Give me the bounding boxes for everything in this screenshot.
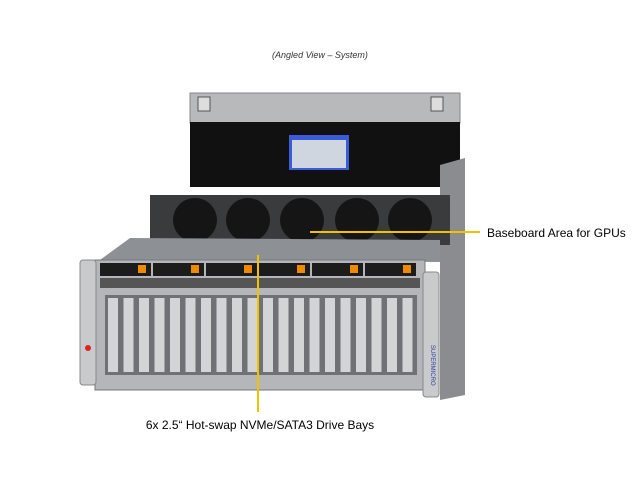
callout-label-gpu-baseboard: Baseboard Area for GPUs	[487, 226, 626, 240]
drive-latch[interactable]	[350, 265, 358, 273]
rack-ear-right	[422, 271, 440, 398]
grille-slot	[309, 298, 320, 372]
grille-slots	[108, 298, 413, 372]
fan	[226, 198, 270, 242]
drive-latch[interactable]	[138, 265, 146, 273]
gpu-vent-grille	[105, 295, 417, 375]
grille-slot	[263, 298, 273, 372]
fan	[173, 198, 217, 242]
grille-slot	[387, 298, 397, 372]
drive-latch[interactable]	[191, 265, 199, 273]
drive-cage-top	[100, 238, 440, 262]
service-label-diagram	[292, 140, 346, 168]
drive-latch[interactable]	[297, 265, 305, 273]
grille-slot	[216, 298, 227, 372]
grille-slot	[154, 298, 165, 372]
lid-top-frame	[189, 92, 461, 124]
brand-logo: SUPERMICRO	[429, 345, 435, 386]
grille-slot	[201, 298, 211, 372]
view-caption: (Angled View – System)	[272, 50, 368, 60]
grille-slot	[325, 298, 335, 372]
power-button[interactable]	[85, 345, 91, 351]
lid-handle-left	[197, 96, 211, 112]
grille-slot	[108, 298, 118, 372]
grille-slot	[356, 298, 366, 372]
drive-bays	[100, 263, 416, 276]
lid-handle-right	[430, 96, 444, 112]
grille-slot	[170, 298, 180, 372]
grille-slot	[340, 298, 351, 372]
fan	[335, 198, 379, 242]
fan	[280, 198, 324, 242]
rack-ear-left	[79, 259, 97, 386]
grille-slot	[402, 298, 413, 372]
grille-slot	[294, 298, 304, 372]
grille-slot	[185, 298, 196, 372]
grille-slot	[371, 298, 382, 372]
grille-slot	[247, 298, 258, 372]
grille-slot	[232, 298, 242, 372]
drive-latch[interactable]	[403, 265, 411, 273]
grille-slot	[278, 298, 289, 372]
vent-strip	[100, 278, 420, 288]
drive-latch[interactable]	[244, 265, 252, 273]
callout-label-drive-bays: 6x 2.5“ Hot-swap NVMe/SATA3 Drive Bays	[145, 418, 375, 432]
grille-slot	[123, 298, 134, 372]
grille-slot	[139, 298, 149, 372]
chassis-side	[440, 158, 465, 400]
fan	[388, 198, 432, 242]
